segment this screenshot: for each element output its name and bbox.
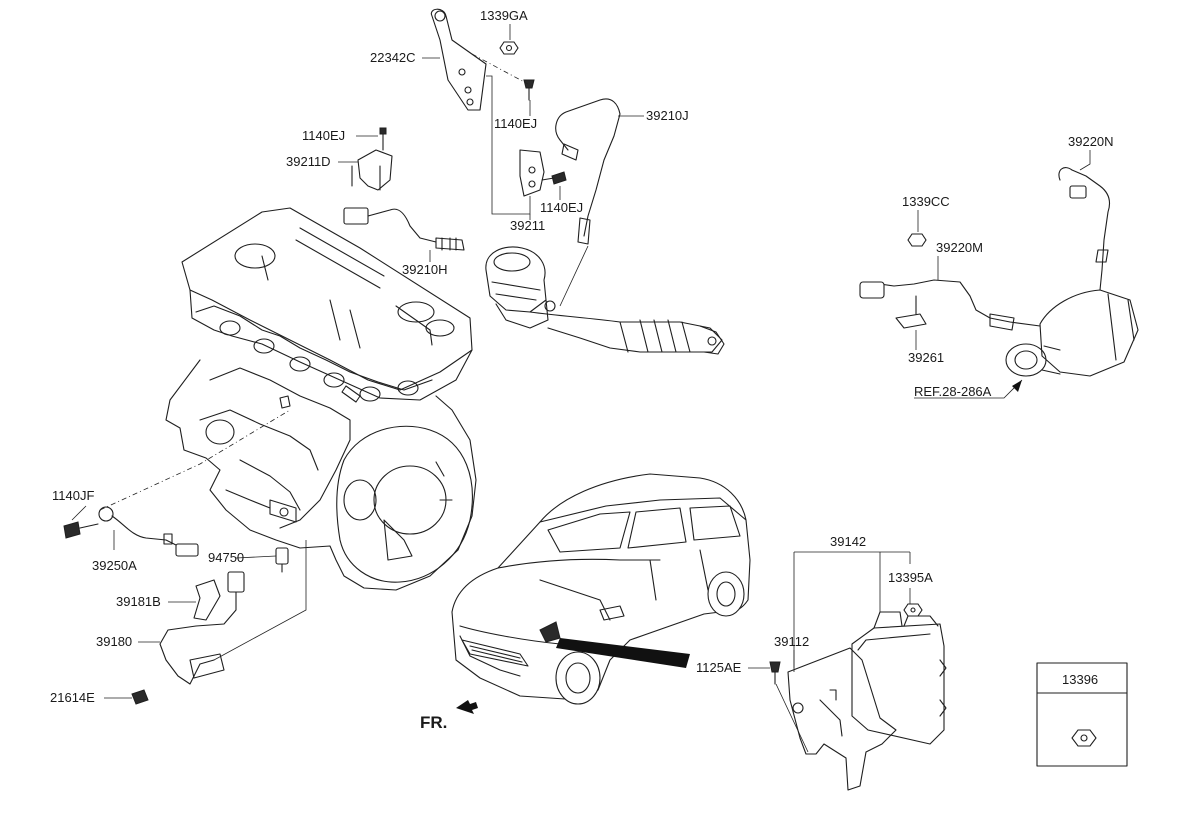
bracket-22342c <box>430 8 535 111</box>
o2-sensor-39210h <box>343 207 465 251</box>
bracket-39211d <box>351 127 393 191</box>
label-13395a: 13395A <box>888 570 933 585</box>
label-39210j: 39210J <box>646 108 689 123</box>
label-39261: 39261 <box>908 350 944 365</box>
part-labels: 1339GA 22342C 1140EJ 39210J 1140EJ 39211… <box>50 8 1114 732</box>
label-39250a: 39250A <box>92 558 137 573</box>
label-39181b: 39181B <box>116 594 161 609</box>
vehicle-illustration <box>451 473 751 705</box>
exhaust-manifold-catalyst <box>485 246 725 355</box>
cam-sensor-39180 <box>131 571 245 705</box>
label-1125ae: 1125AE <box>696 660 742 675</box>
label-39112: 39112 <box>774 634 809 649</box>
label-39220n: 39220N <box>1068 134 1114 149</box>
label-22342c: 22342C <box>370 50 416 65</box>
leader-lines <box>71 24 1091 753</box>
label-ref-28-286a: REF.28-286A <box>914 384 992 399</box>
bracket-39211 <box>519 149 567 197</box>
rear-catalyst-assembly <box>859 167 1139 377</box>
label-39211: 39211 <box>510 218 545 233</box>
sensor-94750 <box>275 547 289 573</box>
label-39180: 39180 <box>96 634 132 649</box>
nut-icon <box>1071 729 1097 747</box>
label-13396: 13396 <box>1062 672 1098 687</box>
label-1339ga: 1339GA <box>480 8 528 23</box>
label-39210h: 39210H <box>402 262 448 277</box>
label-1140jf: 1140JF <box>52 488 94 503</box>
front-direction-indicator <box>456 700 478 714</box>
label-94750: 94750 <box>208 550 244 565</box>
label-1140ej-left: 1140EJ <box>302 128 345 143</box>
knock-sensor-39250a <box>63 506 199 557</box>
label-1140ej-top: 1140EJ <box>494 116 537 131</box>
label-1140ej-mid: 1140EJ <box>540 200 583 215</box>
label-front: FR. <box>420 713 447 732</box>
o2-sensor-39210j <box>555 98 621 245</box>
label-21614e: 21614E <box>50 690 95 705</box>
label-39211d: 39211D <box>286 154 331 169</box>
ecu-assembly-39142 <box>769 603 947 791</box>
engine-assembly <box>165 207 477 591</box>
label-39142: 39142 <box>830 534 866 549</box>
label-1339cc: 1339CC <box>902 194 950 209</box>
part-box-13396 <box>1036 662 1128 767</box>
label-39220m: 39220M <box>936 240 983 255</box>
